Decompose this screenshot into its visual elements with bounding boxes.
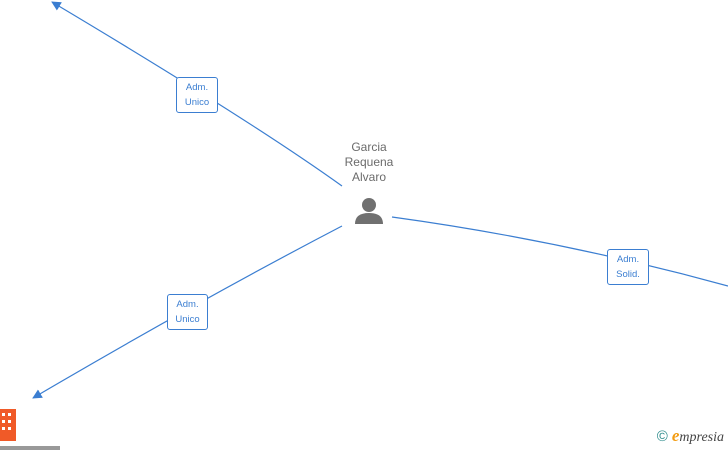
edge-top-left [51,1,343,187]
company-icon[interactable] [0,409,60,450]
copyright-icon: © [656,427,668,445]
empresia-logo[interactable]: © empresia [657,426,724,446]
relation-label-bottom-left[interactable]: Adm. Unico [167,294,208,330]
person-icon[interactable] [355,198,383,224]
edge-right [391,216,728,287]
brand-name: empresia [671,426,724,445]
person-name[interactable]: Garcia Requena Alvaro [344,140,394,184]
relation-label-top-left[interactable]: Adm. Unico [176,77,218,113]
relation-label-right[interactable]: Adm. Solid. [607,249,649,285]
